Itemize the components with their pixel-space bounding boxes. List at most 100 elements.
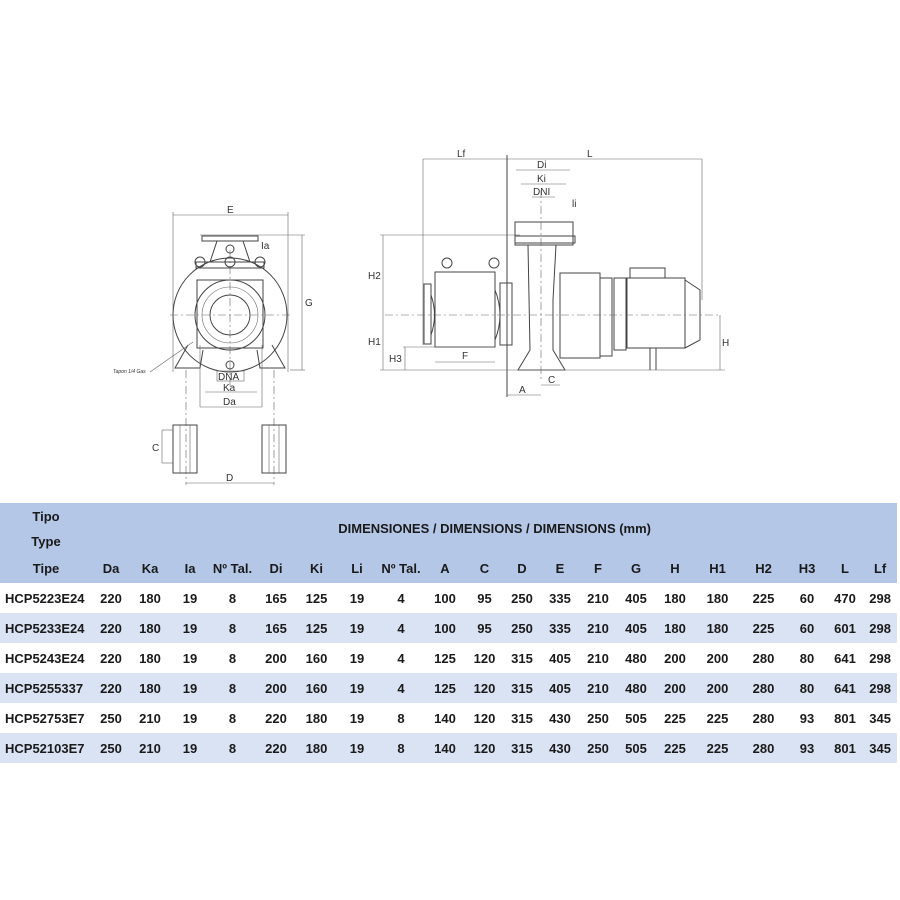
header-type: Type: [0, 529, 92, 554]
dimension-cell: 405: [541, 673, 579, 703]
dim-Ka: Ka: [223, 383, 236, 394]
dim-E: E: [227, 205, 234, 216]
table-title: DIMENSIONES / DIMENSIONS / DIMENSIONS (m…: [92, 503, 898, 554]
dimension-cell: 225: [706, 710, 729, 726]
dimension-cell: 8: [228, 650, 237, 666]
dimension-cell: 180: [664, 590, 686, 606]
dimension-cell: 250: [511, 590, 533, 606]
dimension-cell: 4: [397, 650, 405, 666]
dimension-cell: 298: [869, 590, 891, 606]
dimension-cell: 180: [139, 650, 161, 666]
column-header: Ka: [130, 554, 170, 583]
dimension-cell: 200: [255, 673, 297, 703]
dimension-cell: 505: [617, 733, 655, 763]
dimension-cell: 165: [255, 613, 297, 643]
dimension-cell: 315: [503, 733, 541, 763]
dimension-cell: 95: [477, 590, 492, 606]
plug-note: Tapon 1/4 Gas: [113, 369, 146, 375]
dimension-cell: 120: [473, 710, 496, 726]
dimension-cell: 19: [182, 590, 198, 606]
dimension-cell: 125: [434, 650, 456, 666]
dimension-cell: 220: [100, 650, 122, 666]
column-header: A: [424, 554, 466, 583]
dimension-cell: 641: [834, 650, 856, 666]
dimension-cell: 220: [100, 590, 122, 606]
dimension-cell: 210: [130, 733, 170, 763]
dim-F: F: [462, 351, 468, 362]
dimension-cell: 470: [834, 590, 856, 606]
dimension-cell: 19: [349, 650, 365, 666]
dimension-cell: 250: [92, 733, 130, 763]
dimension-cell: 250: [100, 710, 122, 726]
dimension-cell: 801: [834, 710, 856, 726]
dimension-cell: 210: [587, 650, 609, 666]
dimension-cell: 298: [863, 673, 898, 703]
dimension-cell: 200: [695, 673, 740, 703]
dimension-cell: 200: [655, 673, 695, 703]
dimension-cell: 140: [424, 733, 466, 763]
dimension-cell: 8: [210, 613, 255, 643]
dimension-cell: 19: [182, 710, 198, 726]
column-header: Li: [336, 554, 378, 583]
dim-Lf: Lf: [457, 149, 466, 160]
dimension-cell: 335: [541, 613, 579, 643]
dimension-cell: 250: [579, 733, 617, 763]
model-type-cell: HCP52753E7: [5, 710, 85, 726]
dimension-cell: 345: [863, 733, 898, 763]
dimension-cell: 225: [664, 710, 686, 726]
dimension-cell: 225: [752, 590, 775, 606]
dimension-cell: 19: [170, 673, 210, 703]
dimension-cell: 19: [182, 650, 198, 666]
dimension-cell: 125: [297, 613, 336, 643]
dimension-cell: 280: [740, 733, 787, 763]
column-header: F: [579, 554, 617, 583]
dimension-cell: 19: [349, 710, 365, 726]
dimension-cell: 225: [655, 733, 695, 763]
dimension-cell: 8: [228, 590, 237, 606]
dimension-cell: 160: [305, 650, 328, 666]
dimension-cell: 100: [434, 590, 456, 606]
dim-A: A: [519, 385, 526, 396]
side-view: Lf L Di Ki DNI li H2 H1 H3 H F C A: [368, 149, 729, 397]
dimension-cell: 60: [799, 590, 815, 606]
dimension-cell: 8: [397, 710, 405, 726]
dimension-cell: 210: [579, 673, 617, 703]
dim-C-side: C: [548, 375, 555, 386]
dimension-cell: 801: [827, 733, 863, 763]
dimension-cell: 298: [869, 650, 891, 666]
dimension-cell: 315: [503, 673, 541, 703]
dim-li: li: [572, 199, 576, 210]
dimension-cell: 140: [434, 710, 456, 726]
front-view: E G Ia Tapon 1/4 Gas DNA Ka Da C D: [113, 205, 313, 485]
column-header: Ki: [297, 554, 336, 583]
dimension-cell: 93: [787, 733, 827, 763]
dimension-cell: 95: [466, 613, 503, 643]
dimension-cell: 19: [336, 733, 378, 763]
dimension-cell: 180: [706, 590, 729, 606]
dimension-cell: 4: [397, 590, 405, 606]
dimension-cell: 430: [541, 733, 579, 763]
dimension-cell: 298: [863, 613, 898, 643]
dimension-cell: 200: [706, 650, 729, 666]
dimension-cell: 19: [170, 733, 210, 763]
dimension-cell: 220: [92, 673, 130, 703]
column-header: Lf: [863, 554, 898, 583]
dimension-cell: 180: [655, 613, 695, 643]
column-header: E: [541, 554, 579, 583]
dimension-cell: 220: [265, 710, 287, 726]
dimension-cell: 165: [265, 590, 287, 606]
model-type-cell: HCP5233E24: [0, 613, 92, 643]
dimension-cell: 280: [752, 650, 775, 666]
dimension-cell: 480: [617, 673, 655, 703]
dimension-cell: 120: [473, 650, 496, 666]
dimension-cell: 8: [210, 733, 255, 763]
dimension-cell: 19: [336, 613, 378, 643]
dimension-cell: 8: [378, 733, 424, 763]
dim-Da: Da: [223, 397, 236, 408]
column-header: H1: [695, 554, 740, 583]
dimension-cell: 19: [170, 613, 210, 643]
dimension-cell: 19: [336, 673, 378, 703]
dimension-cell: 60: [787, 613, 827, 643]
